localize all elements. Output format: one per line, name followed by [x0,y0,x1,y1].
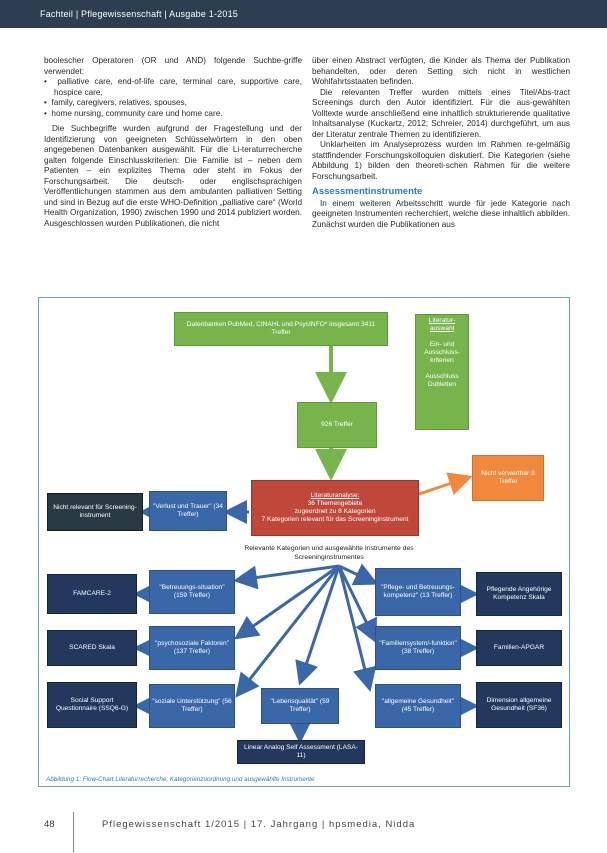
arrow-to-not-usable [418,472,473,496]
analysis-title: Literaturanalyse: [310,492,360,499]
paragraph: boolescher Operatoren (OR und AND) folge… [44,56,302,76]
footer-divider [73,812,74,852]
criteria-duplicates: Ausschluss Dubletten [425,373,459,388]
bullet-item: • family, caregivers, relatives, spouses… [44,98,187,107]
section-heading: Assessmentinstrumente [312,186,423,197]
category-soziale: "soziale Unterstützung" (56 Treffer) [149,684,235,728]
bullet-item: • palliative care, end-of-life care, ter… [44,77,302,97]
not-relevant-box: Nicht relevant für Screening-instrument [47,493,143,531]
category-pflege: "Pflege- und Betreuungs-kompetenz" (13 T… [375,568,461,616]
page-number: 48 [44,819,55,830]
arrow-to-familien [337,565,377,644]
paragraph: Die Suchbegriffe wurden aufgrund der Fra… [44,124,302,228]
flow-arrows [133,346,479,744]
arrow-to-lebens [295,565,341,686]
analysis-line: 7 Kategorien relevant für das Screeningi… [261,516,409,523]
instrument-famcare: FAMCARE-2 [47,574,137,614]
page-header: Fachteil | Pflegewissenschaft | Ausgabe … [0,0,607,28]
analysis-line: 36 Themengebiete [307,500,363,507]
paragraph: Die relevanten Treffer wurden mittels ei… [312,87,570,139]
header-text: Fachteil | Pflegewissenschaft | Ausgabe … [40,9,238,19]
category-psycho: "psychosoziale Faktoren" (137 Treffer) [149,626,235,670]
figure-caption: Abbildung 1: Flow-Chart Literaturrecherc… [46,776,315,783]
instrument-pflegende: Pflegende Angehörige Kompetenz Skala [476,572,562,616]
instrument-dimension: Dimension allgemeine Gesundheit (SF36) [476,682,562,728]
instrument-scared: SCARED Skala [47,630,137,666]
criteria-title: Literatur-auswahl [428,317,456,332]
category-allg-gesundheit: "allgemeine Gesundheit" (45 Treffer) [375,684,461,728]
instrument-linear: Linear Analog Self Assessment (LASA-11) [237,740,365,764]
paragraph: über einen Abstract verfügten, die Kinde… [312,56,570,86]
arrow-to-psycho [234,564,340,640]
category-familien: "Familiensystem/-funktion" (38 Treffer) [375,626,461,670]
text-column-right: über einen Abstract verfügten, die Kinde… [312,56,570,230]
hits-box: 926 Treffer [297,402,377,448]
arrow-to-betreuung [233,564,340,590]
arrow-to-pflege [338,563,379,586]
paragraph: In einem weiteren Arbeitsschritt wurde f… [312,198,570,229]
analysis-line: zugeordnet zu 8 Kategorien [294,508,376,515]
database-search-box: Datenbanken PubMed, CINAHL und PsycINFO*… [174,312,388,346]
relevant-categories-label: Relevante Kategorien und ausgewählte Ins… [244,545,414,561]
instrument-social: Social Support Questionnaire (SSQ6-G) [47,682,137,728]
category-verlust: "Verlust und Trauer" (34 Treffer) [149,491,227,531]
selection-criteria-box: Literatur-auswahl Ein- und Ausschluss-kr… [415,314,469,430]
not-usable-box: Nicht verwertbar 8 Treffer [472,455,544,501]
arrow-to-allg [337,565,377,692]
arrow-to-soziale [235,565,341,698]
category-betreuung: "Betreuungs-situation" (159 Treffer) [149,570,235,614]
text-column-left: boolescher Operatoren (OR und AND) folge… [44,56,302,229]
instrument-apgar: Familien-APGAR [476,630,562,666]
criteria-inclusion: Ein- und Ausschluss-kriterien [424,341,460,364]
paragraph: Unklarheiten im Analyseprozess wurden im… [312,140,570,181]
flow-chart-figure: Datenbanken PubMed, CINAHL und PsycINFO*… [38,297,570,787]
footer-text: Pflegewissenschaft 1/2015 | 17. Jahrgang… [102,819,416,830]
category-lebens: "Lebensqualität" (59 Treffer) [261,688,339,724]
literature-analysis-box: Literaturanalyse: 36 Themengebiete zugeo… [251,480,419,536]
bullet-item: • home nursing, community care und home … [44,108,223,118]
